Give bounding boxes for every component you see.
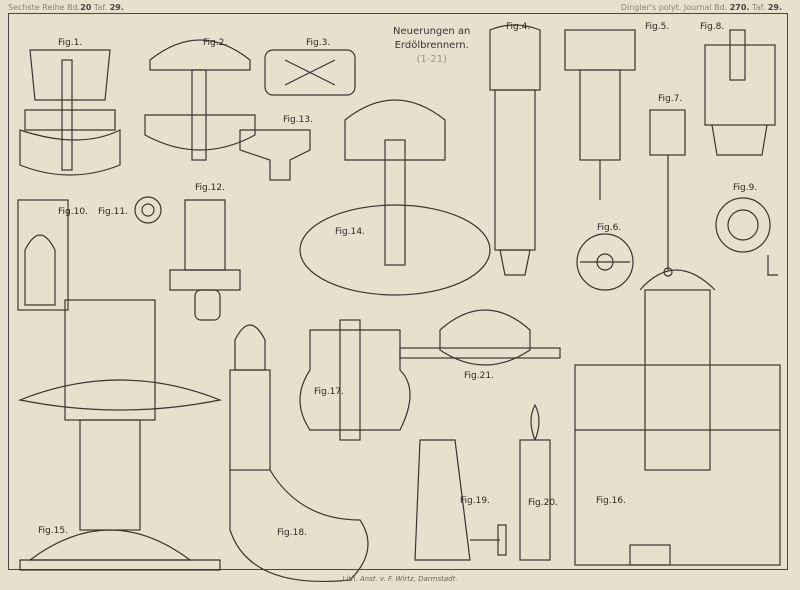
fig12-burner-drawing (169, 199, 241, 321)
fig18-label: Fig.18. (277, 528, 307, 538)
fig20-label: Fig.20. (528, 498, 558, 508)
fig10-label: Fig.10. (58, 207, 88, 217)
fig16-lamp-drawing (574, 269, 781, 566)
fig13-burner-drawing (239, 129, 311, 181)
fig17-label: Fig.17. (314, 387, 344, 397)
plate-title: Neuerungen an Erdölbrennern. (1-21) (393, 25, 470, 67)
fig21-burner-drawing (399, 309, 561, 366)
fig11-label: Fig.11. (98, 207, 128, 217)
fig5-label: Fig.5. (645, 22, 670, 32)
fig16-label: Fig.16. (596, 496, 626, 506)
fig1-burner-drawing (19, 49, 121, 176)
fig3-burner-drawing (264, 49, 356, 96)
fig1-label: Fig.1. (58, 38, 83, 48)
fig18-lamp-drawing (229, 324, 369, 583)
header-left: Sechste Reihe Bd.20 Taf. 29. (8, 3, 124, 12)
fig2-burner-drawing (144, 39, 256, 161)
fig19-label: Fig.19. (460, 496, 490, 506)
fig5-burner-drawing (564, 29, 636, 200)
fig10-drawing (17, 199, 69, 311)
fig14-lamp-drawing (299, 99, 491, 296)
fig7-label: Fig.7. (658, 94, 683, 104)
title-line-1: Neuerungen an (393, 26, 471, 37)
fig8-label: Fig.8. (700, 22, 725, 32)
title-line-2: Erdölbrennern. (394, 40, 469, 51)
fig3-label: Fig.3. (306, 38, 331, 48)
lithographer-credit: Lith. Anst. v. F. Wirtz, Darmstadt. (342, 575, 458, 583)
fig11-drawing (134, 196, 162, 224)
fig20-candle-drawing (519, 403, 551, 561)
fig19-burner-drawing (414, 439, 507, 561)
fig15-label: Fig.15. (38, 526, 68, 536)
fig12-label: Fig.12. (195, 183, 225, 193)
fig15-lamp-drawing (17, 299, 223, 571)
fig21-label: Fig.21. (464, 371, 494, 381)
plate-frame (8, 13, 788, 570)
fig17-burner-drawing (299, 319, 411, 441)
fig8-burner-drawing (704, 29, 776, 156)
fig6-wheel-drawing (576, 233, 634, 291)
fig13-label: Fig.13. (283, 115, 313, 125)
figure-range: (1-21) (416, 54, 447, 65)
fig7-burner-drawing (649, 109, 686, 277)
fig4-burner-drawing (489, 24, 541, 276)
fig9-label: Fig.9. (733, 183, 758, 193)
fig6-label: Fig.6. (597, 223, 622, 233)
header-right: Dingler's polyt. Journal Bd. 270. Taf. 2… (620, 3, 782, 12)
fig9-burner-drawing (715, 197, 778, 276)
fig4-label: Fig.4. (506, 22, 531, 32)
fig2-label: Fig.2. (203, 38, 228, 48)
fig14-label: Fig.14. (335, 227, 365, 237)
